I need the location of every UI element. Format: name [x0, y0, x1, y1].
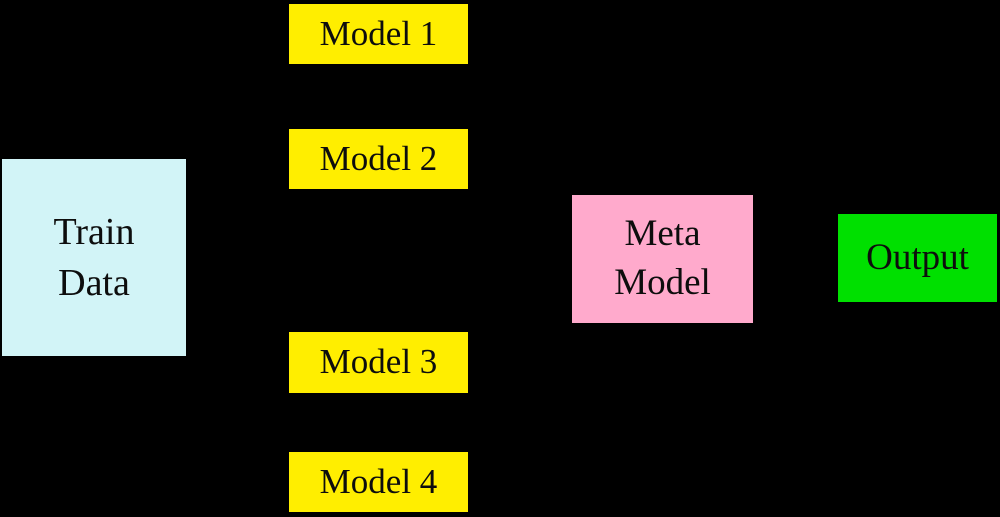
- model-3-node: Model 3: [289, 332, 468, 393]
- model-2-label: Model 2: [319, 138, 438, 178]
- model-1-node: Model 1: [289, 4, 468, 64]
- model-1-label: Model 1: [319, 13, 438, 53]
- output-node: Output: [838, 214, 997, 302]
- meta-model-label-line1: Meta: [624, 213, 701, 255]
- train-data-label-line2: Data: [58, 261, 130, 304]
- meta-model-node: Meta Model: [572, 195, 753, 323]
- model-4-label: Model 4: [319, 461, 438, 501]
- model-2-node: Model 2: [289, 129, 468, 189]
- meta-model-label-line2: Model: [614, 262, 711, 303]
- model-3-label: Model 3: [319, 342, 438, 382]
- train-data-label-line1: Train: [53, 211, 135, 254]
- output-label: Output: [866, 236, 969, 278]
- model-4-node: Model 4: [289, 452, 468, 512]
- train-data-node: Train Data: [2, 159, 186, 356]
